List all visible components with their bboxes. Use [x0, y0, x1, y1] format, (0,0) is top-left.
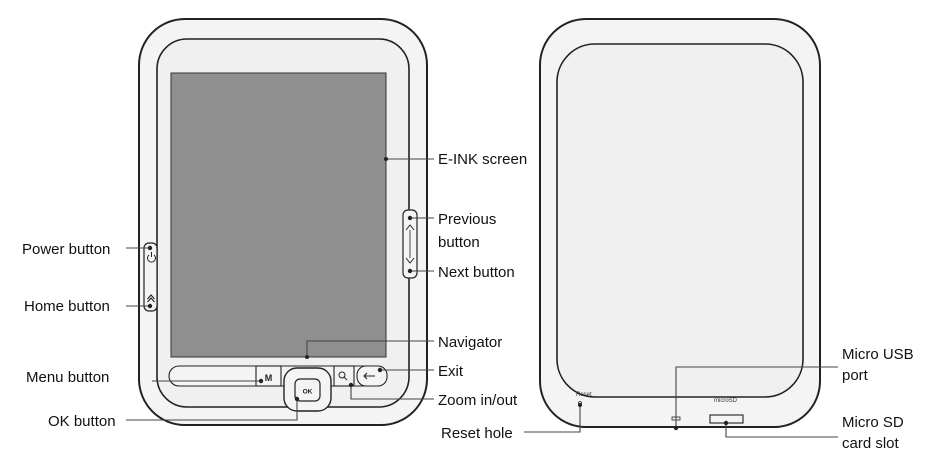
back-panel — [556, 43, 804, 398]
microsd-marking: microSD — [714, 398, 738, 404]
previous-button-label-line2: button — [438, 234, 480, 251]
power-button[interactable] — [143, 242, 158, 312]
menu-button-label: Menu button — [26, 369, 109, 386]
callout-labels: E-INK screen Previous button Next button… — [22, 151, 914, 452]
leader-lines — [126, 157, 838, 438]
zoom-icon — [338, 371, 348, 381]
power-button-label: Power button — [22, 241, 110, 258]
down-arrow-icon — [405, 257, 415, 264]
navigator-label: Navigator — [438, 334, 502, 351]
ok-button[interactable] — [294, 378, 321, 402]
next-button-label: Next button — [438, 264, 515, 281]
back-arrow-icon — [363, 372, 375, 380]
zoom-button[interactable] — [333, 365, 355, 387]
back-view: Reset microSD — [539, 18, 821, 428]
eink-screen-label: E-INK screen — [438, 151, 527, 168]
micro-usb-label-line2: port — [842, 367, 869, 384]
up-arrow-icon — [405, 224, 415, 231]
power-icon — [147, 252, 156, 263]
home-icon — [147, 294, 155, 303]
exit-label: Exit — [438, 363, 464, 380]
reset-marking: Reset — [576, 392, 592, 398]
micro-sd-label-line1: Micro SD — [842, 414, 904, 431]
ok-key-label: OK — [303, 389, 313, 396]
ok-button-label: OK button — [48, 413, 116, 430]
micro-usb-label-line1: Micro USB — [842, 346, 914, 363]
front-view: M OK — [138, 18, 428, 426]
reset-hole-label: Reset hole — [441, 425, 513, 442]
previous-button-label-line1: Previous — [438, 211, 496, 228]
eink-screen — [170, 72, 387, 358]
zoom-label: Zoom in/out — [438, 392, 518, 409]
micro-sd-label-line2: card slot — [842, 435, 900, 452]
menu-key-label: M — [265, 373, 273, 383]
home-button-label: Home button — [24, 298, 110, 315]
